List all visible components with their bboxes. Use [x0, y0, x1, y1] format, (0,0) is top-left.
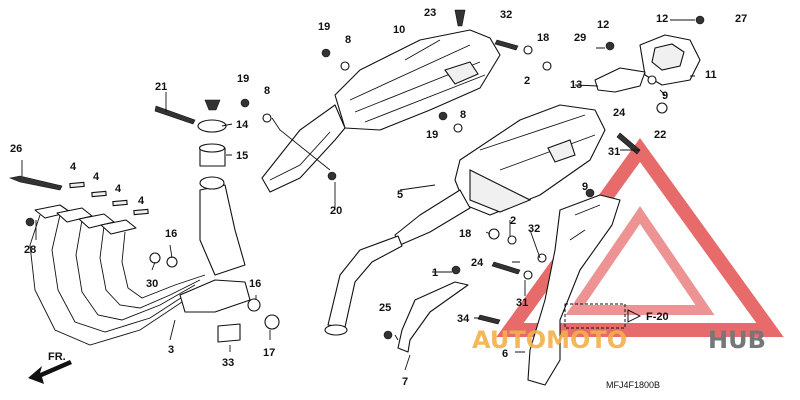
callout-3: 3 [168, 344, 174, 356]
callout-29: 29 [574, 32, 586, 44]
callout-19: 19 [237, 73, 249, 85]
callout-6: 6 [502, 348, 508, 360]
callout-21: 21 [155, 81, 167, 93]
callout-25: 25 [379, 302, 391, 314]
callout-4: 4 [93, 171, 100, 183]
callout-32: 32 [528, 223, 540, 235]
callout-12: 12 [656, 13, 668, 25]
callout-23: 23 [424, 7, 436, 19]
end-cap-guard[interactable] [594, 34, 701, 93]
callout-5: 5 [397, 189, 403, 201]
callout-15: 15 [236, 150, 248, 162]
callout-18: 18 [537, 32, 549, 44]
callout-31: 31 [516, 297, 528, 309]
band-clamp-14[interactable] [197, 99, 227, 133]
bolts[interactable] [8, 9, 705, 343]
muffler[interactable] [324, 104, 606, 336]
callout-24: 24 [613, 107, 626, 119]
callout-32: 32 [500, 9, 512, 21]
callout-30: 30 [146, 278, 158, 290]
callout-24: 24 [471, 257, 484, 269]
callout-4: 4 [115, 183, 122, 195]
callout-33: 33 [222, 357, 234, 369]
callout-16: 16 [249, 278, 261, 290]
callout-26: 26 [10, 143, 22, 155]
callout-10: 10 [393, 24, 405, 36]
callout-2: 2 [524, 75, 530, 87]
watermark-text-primary: AUTOMOTO [472, 326, 627, 354]
callout-19: 19 [318, 21, 330, 33]
callout-14: 14 [236, 119, 249, 131]
bracket-7[interactable] [397, 281, 469, 353]
exhaust-manifold[interactable] [29, 176, 251, 346]
gaskets-4[interactable] [69, 181, 149, 216]
callouts: 1 2 2 3 4 4 4 4 5 6 7 8 8 8 9 9 10 11 12… [10, 7, 747, 388]
callout-7: 7 [402, 376, 408, 388]
ref-marker: F-20 [646, 311, 669, 323]
callout-4: 4 [70, 161, 77, 173]
callout-9: 9 [662, 90, 668, 102]
callout-22: 22 [654, 129, 666, 141]
callout-2: 2 [510, 215, 516, 227]
front-marker: FR. [48, 351, 66, 363]
callout-8: 8 [460, 109, 466, 121]
callout-13: 13 [570, 79, 582, 91]
callout-16: 16 [165, 228, 177, 240]
watermark-logo: AUTOMOTO HUB [472, 326, 766, 354]
callout-27: 27 [735, 13, 747, 25]
diagram-code: MFJ4F1800B [606, 380, 660, 390]
callout-8: 8 [345, 34, 351, 46]
callout-19: 19 [426, 129, 438, 141]
ref-box [564, 303, 642, 329]
callout-9: 9 [582, 181, 588, 193]
watermark-text-secondary: HUB [708, 326, 766, 354]
callout-11: 11 [705, 69, 717, 81]
leader-lines [21, 19, 695, 371]
callout-20: 20 [330, 205, 342, 217]
callout-18: 18 [459, 228, 471, 240]
callout-31: 31 [608, 146, 620, 158]
callout-34: 34 [457, 313, 470, 325]
callout-4: 4 [138, 195, 145, 207]
callout-17: 17 [263, 347, 275, 359]
callout-12: 12 [597, 19, 609, 31]
collar-15[interactable] [198, 143, 226, 167]
front-arrow-icon [28, 360, 72, 384]
callout-8: 8 [264, 85, 270, 97]
callout-1: 1 [432, 267, 438, 279]
muffler-cover[interactable] [527, 194, 621, 386]
callout-28: 28 [24, 244, 36, 256]
